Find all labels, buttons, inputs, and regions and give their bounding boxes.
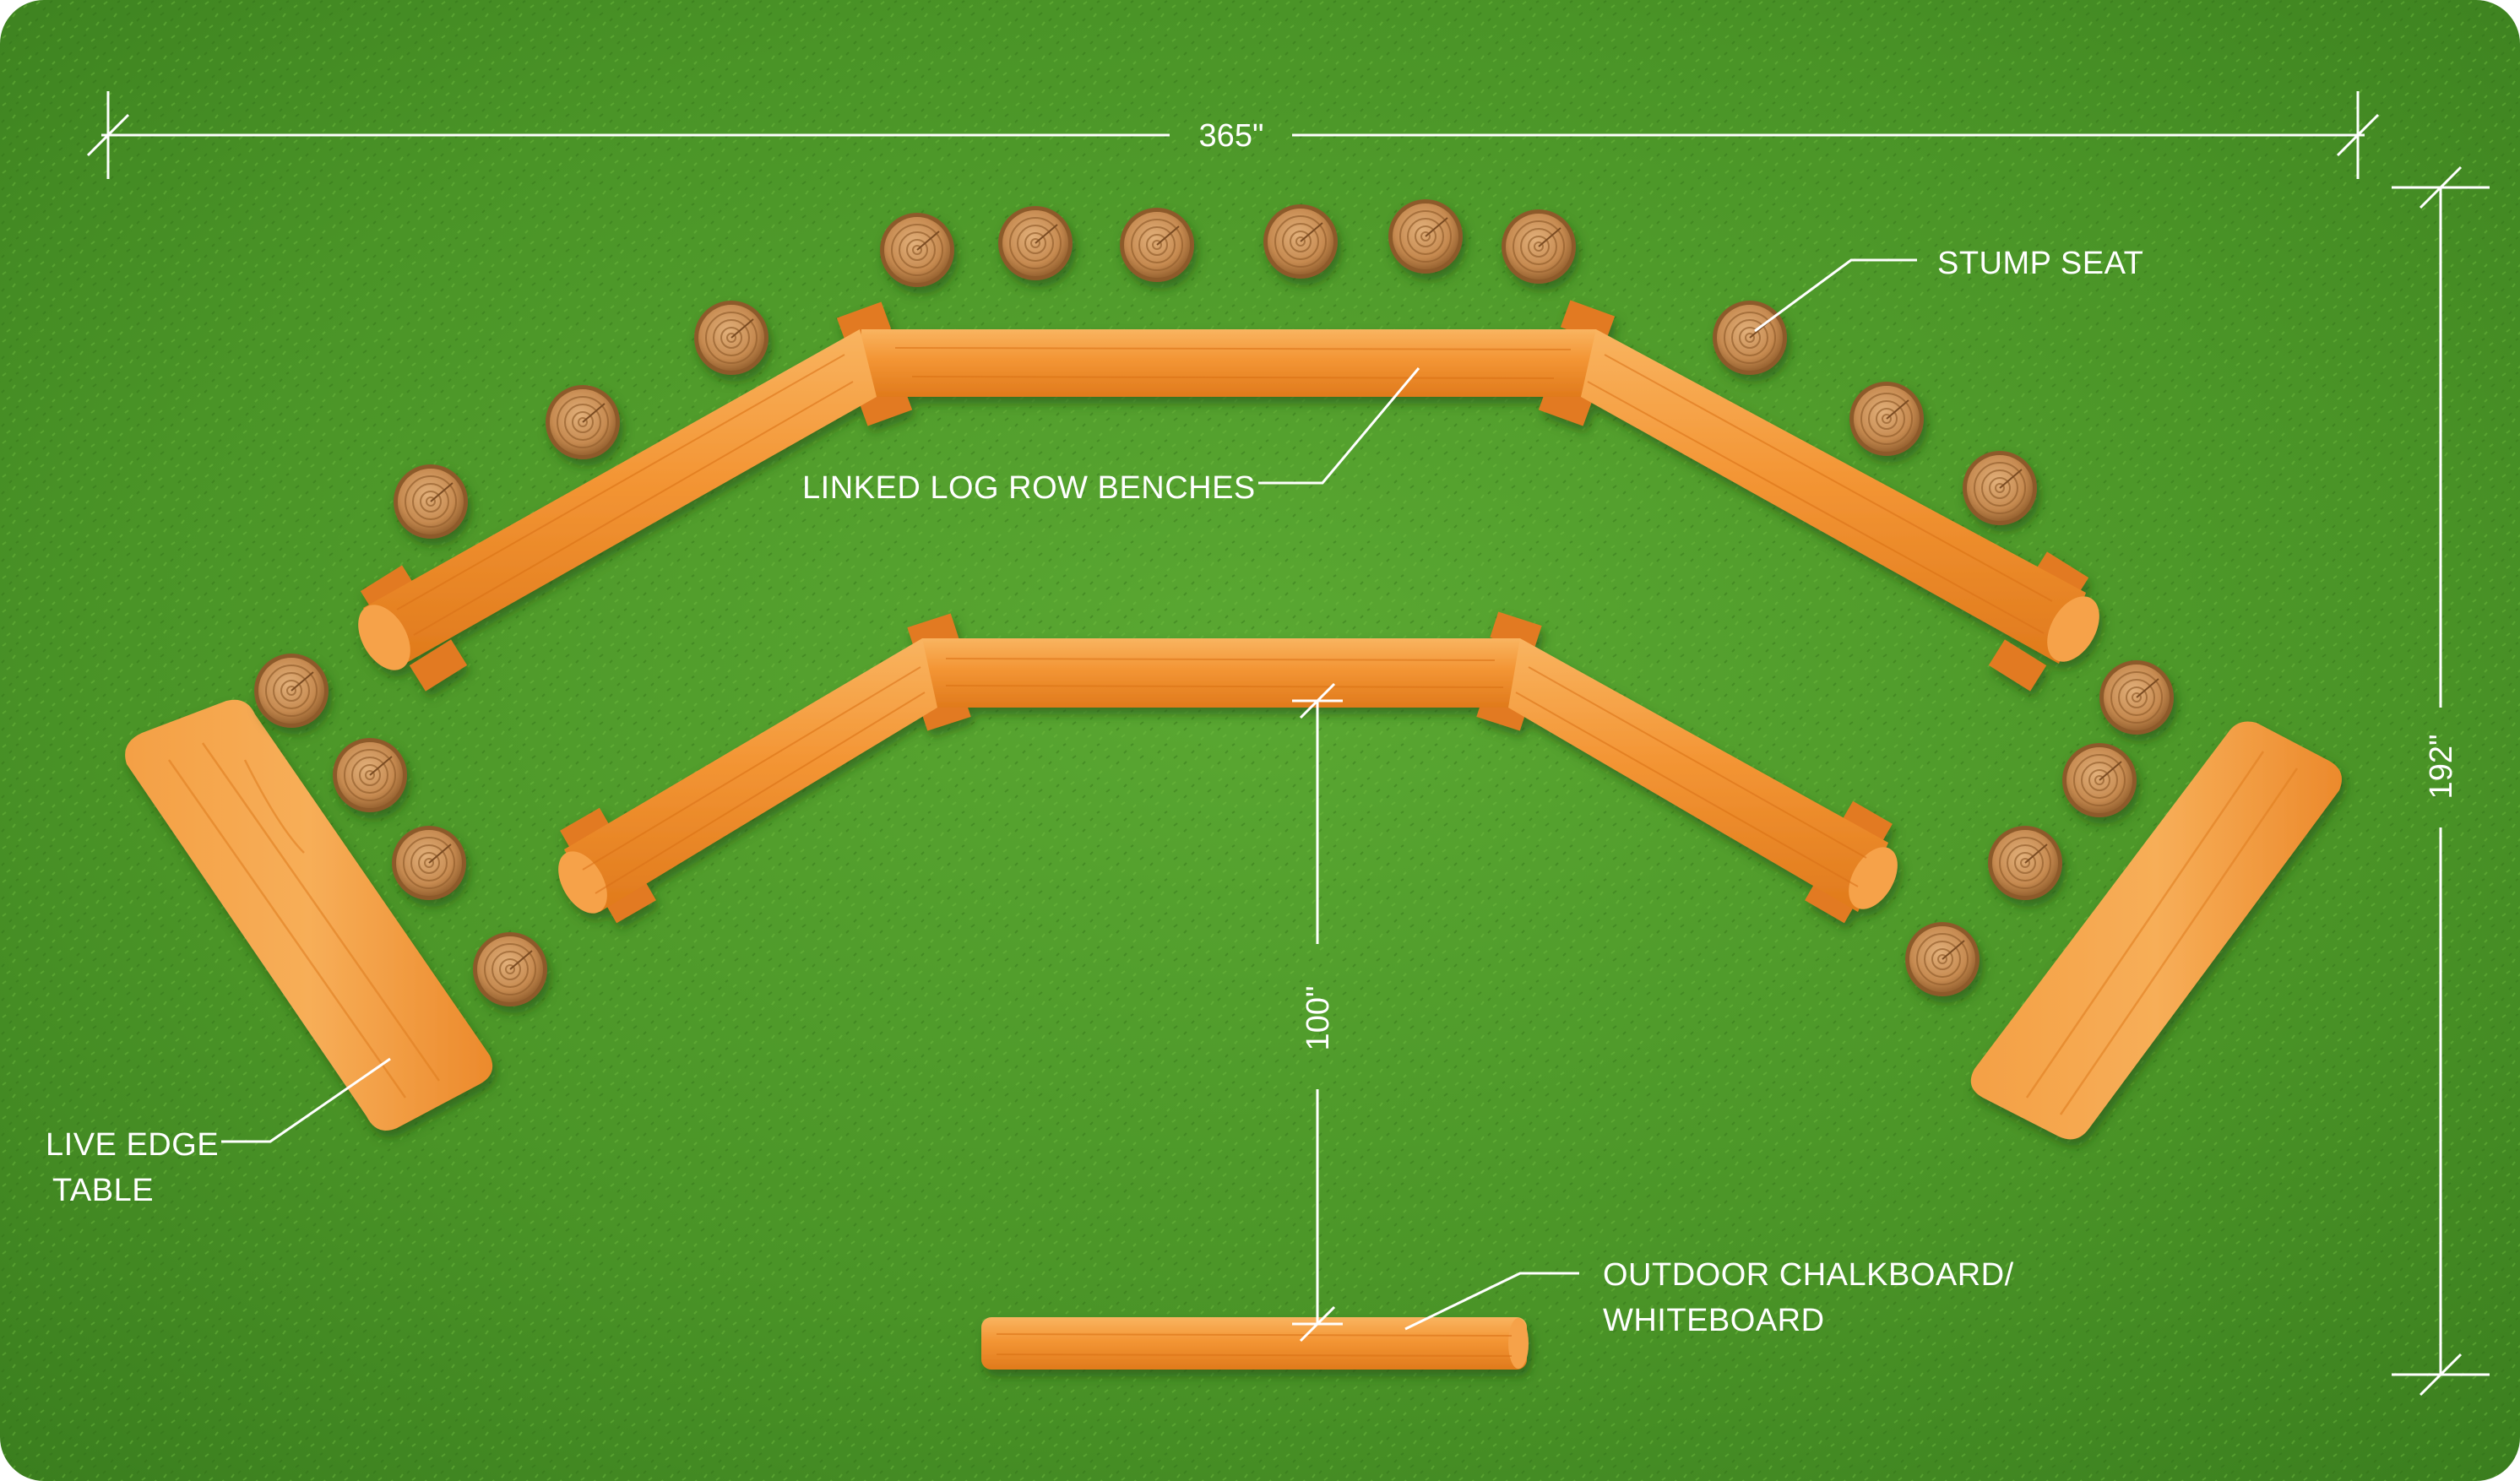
stump-seat	[1849, 382, 1924, 456]
height-dimension-label: 192"	[2424, 735, 2459, 800]
stump-seat	[998, 206, 1073, 280]
stump-seat	[1263, 204, 1338, 279]
stump-seats	[254, 199, 2174, 1006]
stump-seat	[473, 932, 547, 1006]
stump-seat	[546, 385, 620, 459]
depth-dimension-label: 100"	[1301, 986, 1336, 1051]
stump-seat	[694, 301, 768, 375]
front-log-bench	[558, 611, 1898, 924]
stump-seat	[1963, 451, 2037, 525]
stump-seat	[333, 738, 407, 812]
chalkboard-label-line2: WHITEBOARD	[1603, 1303, 1825, 1338]
stump-seat-label: STUMP SEAT	[1937, 246, 2143, 281]
right-live-edge-table	[1970, 721, 2342, 1140]
stump-seat	[1388, 199, 1463, 274]
stump-seat	[2062, 743, 2137, 817]
stump-seat	[1988, 826, 2062, 900]
depth-dimension	[1292, 682, 1343, 1343]
table-label-line1: LIVE EDGE	[46, 1127, 219, 1163]
back-log-bench	[358, 300, 2099, 692]
stump-seat	[1120, 208, 1194, 282]
callout-leaders	[221, 258, 1917, 1331]
stump-seat	[1713, 301, 1787, 375]
height-dimension	[2392, 165, 2490, 1397]
stump-seat	[1905, 922, 1980, 996]
outdoor-chalkboard	[981, 1317, 1529, 1370]
width-dimension	[86, 91, 2380, 179]
left-live-edge-table	[125, 699, 493, 1131]
stump-seat	[394, 464, 468, 539]
chalkboard-label-line1: OUTDOOR CHALKBOARD/	[1603, 1257, 2014, 1293]
table-label-line2: TABLE	[52, 1173, 154, 1208]
width-dimension-label: 365"	[1199, 118, 1264, 154]
stump-seat	[392, 826, 466, 900]
stump-seat	[1502, 209, 1576, 284]
stump-seat	[2099, 660, 2174, 735]
benches-label: LINKED LOG ROW BENCHES	[802, 470, 1256, 506]
stump-seat	[254, 654, 329, 728]
stump-seat	[880, 213, 954, 287]
